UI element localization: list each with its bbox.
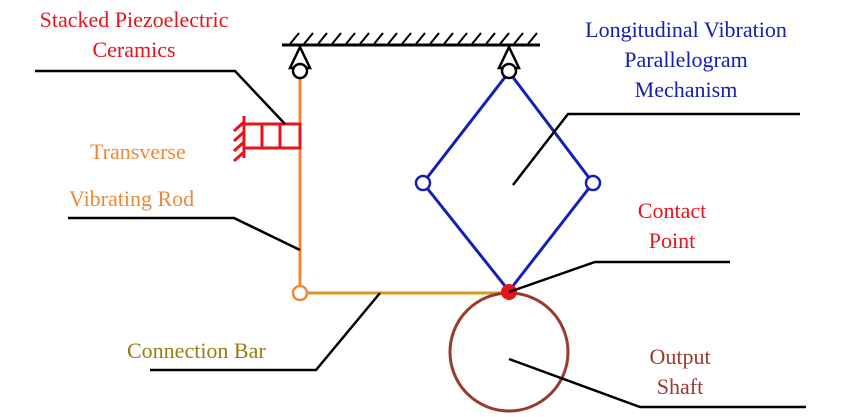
right-top-pivot [500, 62, 518, 80]
leader-contact [508, 260, 730, 294]
label-contact-line2: Point [648, 228, 696, 253]
leader-connection-bar [150, 292, 381, 372]
label-vibrating-rod: Vibrating Rod [69, 186, 195, 211]
leader-output-shaft [508, 357, 806, 409]
output-shaft [448, 291, 570, 413]
label-output-line1: Output [649, 344, 711, 369]
label-contact-point: Contact Point [612, 198, 732, 254]
label-output-shaft: Output Shaft [628, 344, 732, 400]
label-longitudinal-line2: Parallelogram [624, 47, 748, 72]
leader-lines [35, 69, 806, 409]
label-longitudinal-line1: Longitudinal Vibration [585, 17, 787, 42]
parallelogram-right-joint [584, 174, 602, 192]
label-transverse: Transverse [90, 139, 186, 164]
leader-vibrating-rod [68, 216, 301, 252]
left-top-pivot [291, 62, 309, 80]
parallelogram-left-joint [414, 174, 432, 192]
label-stacked-piezo-line2: Ceramics [92, 37, 176, 62]
label-stacked-piezo-line1: Stacked Piezoelectric [39, 7, 229, 32]
label-stacked-piezo: Stacked Piezoelectric Ceramics [0, 7, 268, 63]
label-longitudinal: Longitudinal Vibration Parallelogram Mec… [558, 17, 814, 103]
stacked-piezo-ceramics [232, 116, 302, 163]
leader-piezo [35, 69, 286, 125]
label-longitudinal-line3: Mechanism [634, 77, 738, 102]
fixed-ground [282, 32, 540, 47]
label-contact-line1: Contact [637, 198, 707, 223]
leader-longitudinal [512, 112, 800, 186]
label-connection-bar: Connection Bar [127, 338, 266, 363]
rod-bar-joint [291, 284, 309, 302]
parallelogram-mechanism [421, 71, 595, 292]
label-output-line2: Shaft [656, 374, 704, 399]
